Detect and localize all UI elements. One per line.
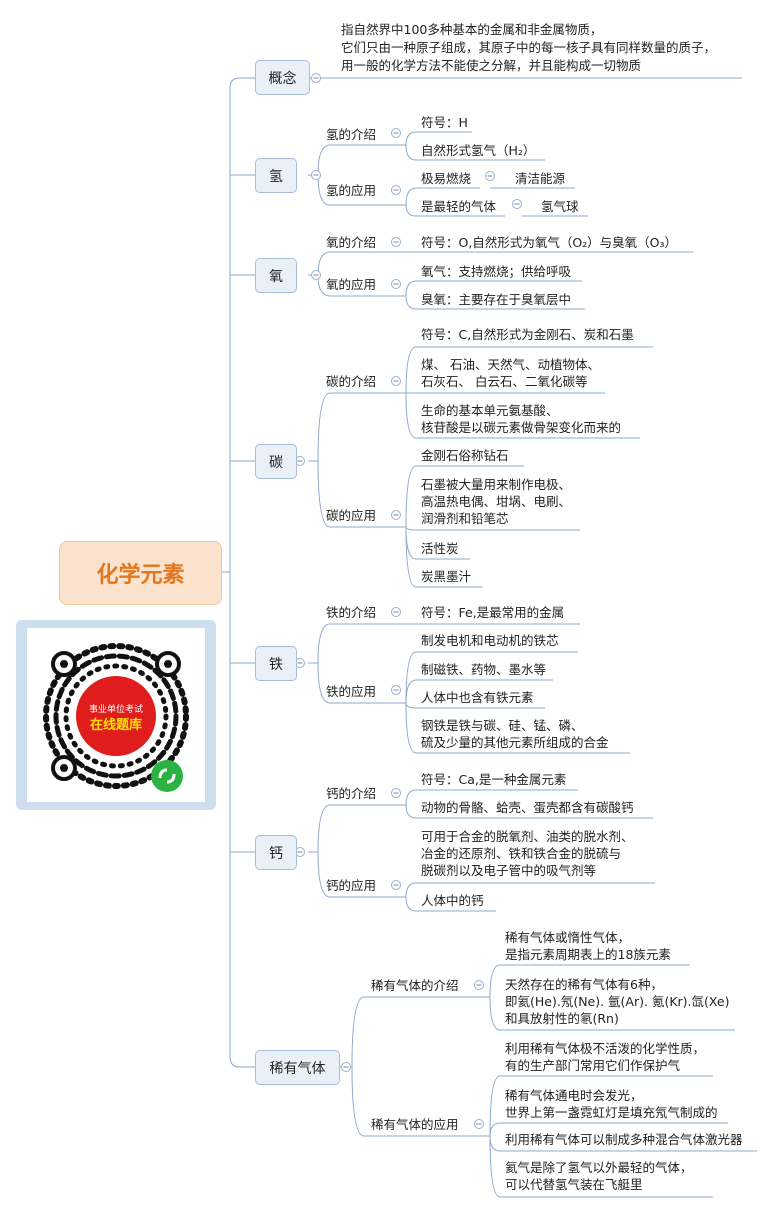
node-noble-gases[interactable]: 稀有气体	[255, 1050, 340, 1085]
leaf[interactable]: 自然形式氢气（H₂）	[421, 143, 536, 158]
leaf[interactable]: 可用于合金的脱氧剂、油类的脱水剂、 冶金的还原剂、铁和铁合金的脱硫与 脱碳剂以及…	[421, 829, 634, 878]
qr-pattern-icon: 事业单位考试 在线题库	[43, 643, 189, 792]
calcium-use-label[interactable]: 钙的应用	[326, 878, 377, 893]
oxygen-use-label[interactable]: 氧的应用	[326, 277, 377, 292]
leaf[interactable]: 石墨被大量用来制作电极、 高温热电偶、坩埚、电刷、 润滑剂和铅笔芯	[421, 477, 572, 526]
leaf[interactable]: 炭黑墨汁	[421, 569, 472, 584]
calcium-intro-label[interactable]: 钙的介绍	[326, 786, 377, 801]
leaf[interactable]: 人体中也含有铁元素	[421, 690, 534, 705]
leaf[interactable]: 稀有气体或惰性气体， 是指元素周期表上的18族元素	[505, 930, 671, 962]
qr-code: 事业单位考试 在线题库	[27, 628, 205, 802]
node-hydrogen[interactable]: 氢	[255, 158, 297, 193]
leaf[interactable]: 极易燃烧	[421, 171, 472, 186]
node-concept[interactable]: 概念	[255, 60, 310, 95]
leaf[interactable]: 利用稀有气体可以制成多种混合气体激光器	[505, 1132, 743, 1147]
iron-use-label[interactable]: 铁的应用	[326, 684, 377, 699]
leaf[interactable]: 符号：Fe,是最常用的金属	[421, 605, 565, 620]
qr-line1: 事业单位考试	[89, 703, 143, 715]
leaf[interactable]: 人体中的钙	[421, 893, 484, 908]
leaf[interactable]: 金刚石俗称钻石	[421, 448, 509, 463]
noble-use-label[interactable]: 稀有气体的应用	[371, 1117, 459, 1132]
leaf[interactable]: 制发电机和电动机的铁芯	[421, 633, 559, 648]
leaf[interactable]: 符号：O,自然形式为氧气（O₂）与臭氧（O₃）	[421, 235, 678, 250]
leaf[interactable]: 符号：C,自然形式为金刚石、炭和石墨	[421, 327, 634, 342]
leaf[interactable]: 氧气：支持燃烧；供给呼吸	[421, 264, 572, 279]
leaf[interactable]: 钢铁是铁与碳、硅、锰、磷、 硫及少量的其他元素所组成的合金	[421, 718, 609, 750]
noble-intro-label[interactable]: 稀有气体的介绍	[371, 978, 459, 993]
leaf[interactable]: 氦气是除了氢气以外最轻的气体， 可以代替氢气装在飞艇里	[505, 1160, 693, 1192]
leaf[interactable]: 动物的骨骼、蛤壳、蛋壳都含有碳酸钙	[421, 800, 634, 815]
node-iron[interactable]: 铁	[255, 646, 297, 681]
leaf[interactable]: 活性炭	[421, 541, 459, 556]
leaf[interactable]: 煤、 石油、天然气、动植物体、 石灰石、 白云石、二氧化碳等	[421, 357, 600, 389]
leaf[interactable]: 利用稀有气体极不活泼的化学性质， 有的生产部门常用它们作保护气	[505, 1041, 706, 1073]
leaf[interactable]: 符号：Ca,是一种金属元素	[421, 772, 567, 787]
carbon-use-label[interactable]: 碳的应用	[326, 508, 377, 523]
leaf[interactable]: 稀有气体通电时会发光， 世界上第一盏霓虹灯是填充氖气制成的	[505, 1088, 718, 1120]
node-carbon[interactable]: 碳	[255, 444, 297, 479]
iron-intro-label[interactable]: 铁的介绍	[326, 605, 377, 620]
leaf[interactable]: 臭氧：主要存在于臭氧层中	[421, 292, 572, 307]
leaf[interactable]: 氢气球	[541, 199, 579, 214]
qr-code-panel[interactable]: 事业单位考试 在线题库	[16, 620, 216, 810]
leaf[interactable]: 清洁能源	[515, 171, 566, 186]
hydrogen-use-label[interactable]: 氢的应用	[326, 183, 377, 198]
node-calcium[interactable]: 钙	[255, 835, 297, 870]
root-node[interactable]: 化学元素	[59, 541, 222, 605]
carbon-intro-label[interactable]: 碳的介绍	[326, 374, 377, 389]
oxygen-intro-label[interactable]: 氧的介绍	[326, 235, 377, 250]
collapse-toggles	[295, 73, 522, 1129]
hydrogen-intro-label[interactable]: 氢的介绍	[326, 127, 377, 142]
node-oxygen[interactable]: 氧	[255, 258, 297, 293]
leaf[interactable]: 天然存在的稀有气体有6种， 即氦(He).氖(Ne). 氩(Ar). 氪(Kr)…	[505, 977, 730, 1026]
leaf[interactable]: 生命的基本单元氨基酸、 核苷酸是以碳元素做骨架变化而来的	[421, 403, 622, 435]
leaf[interactable]: 制磁铁、药物、墨水等	[421, 662, 547, 677]
leaf[interactable]: 是最轻的气体	[421, 199, 497, 214]
leaf[interactable]: 符号：H	[421, 115, 468, 130]
qr-line2: 在线题库	[90, 717, 142, 733]
concept-text: 指自然界中100多种基本的金属和非金属物质， 它们只由一种原子组成，其原子中的每…	[341, 22, 717, 73]
